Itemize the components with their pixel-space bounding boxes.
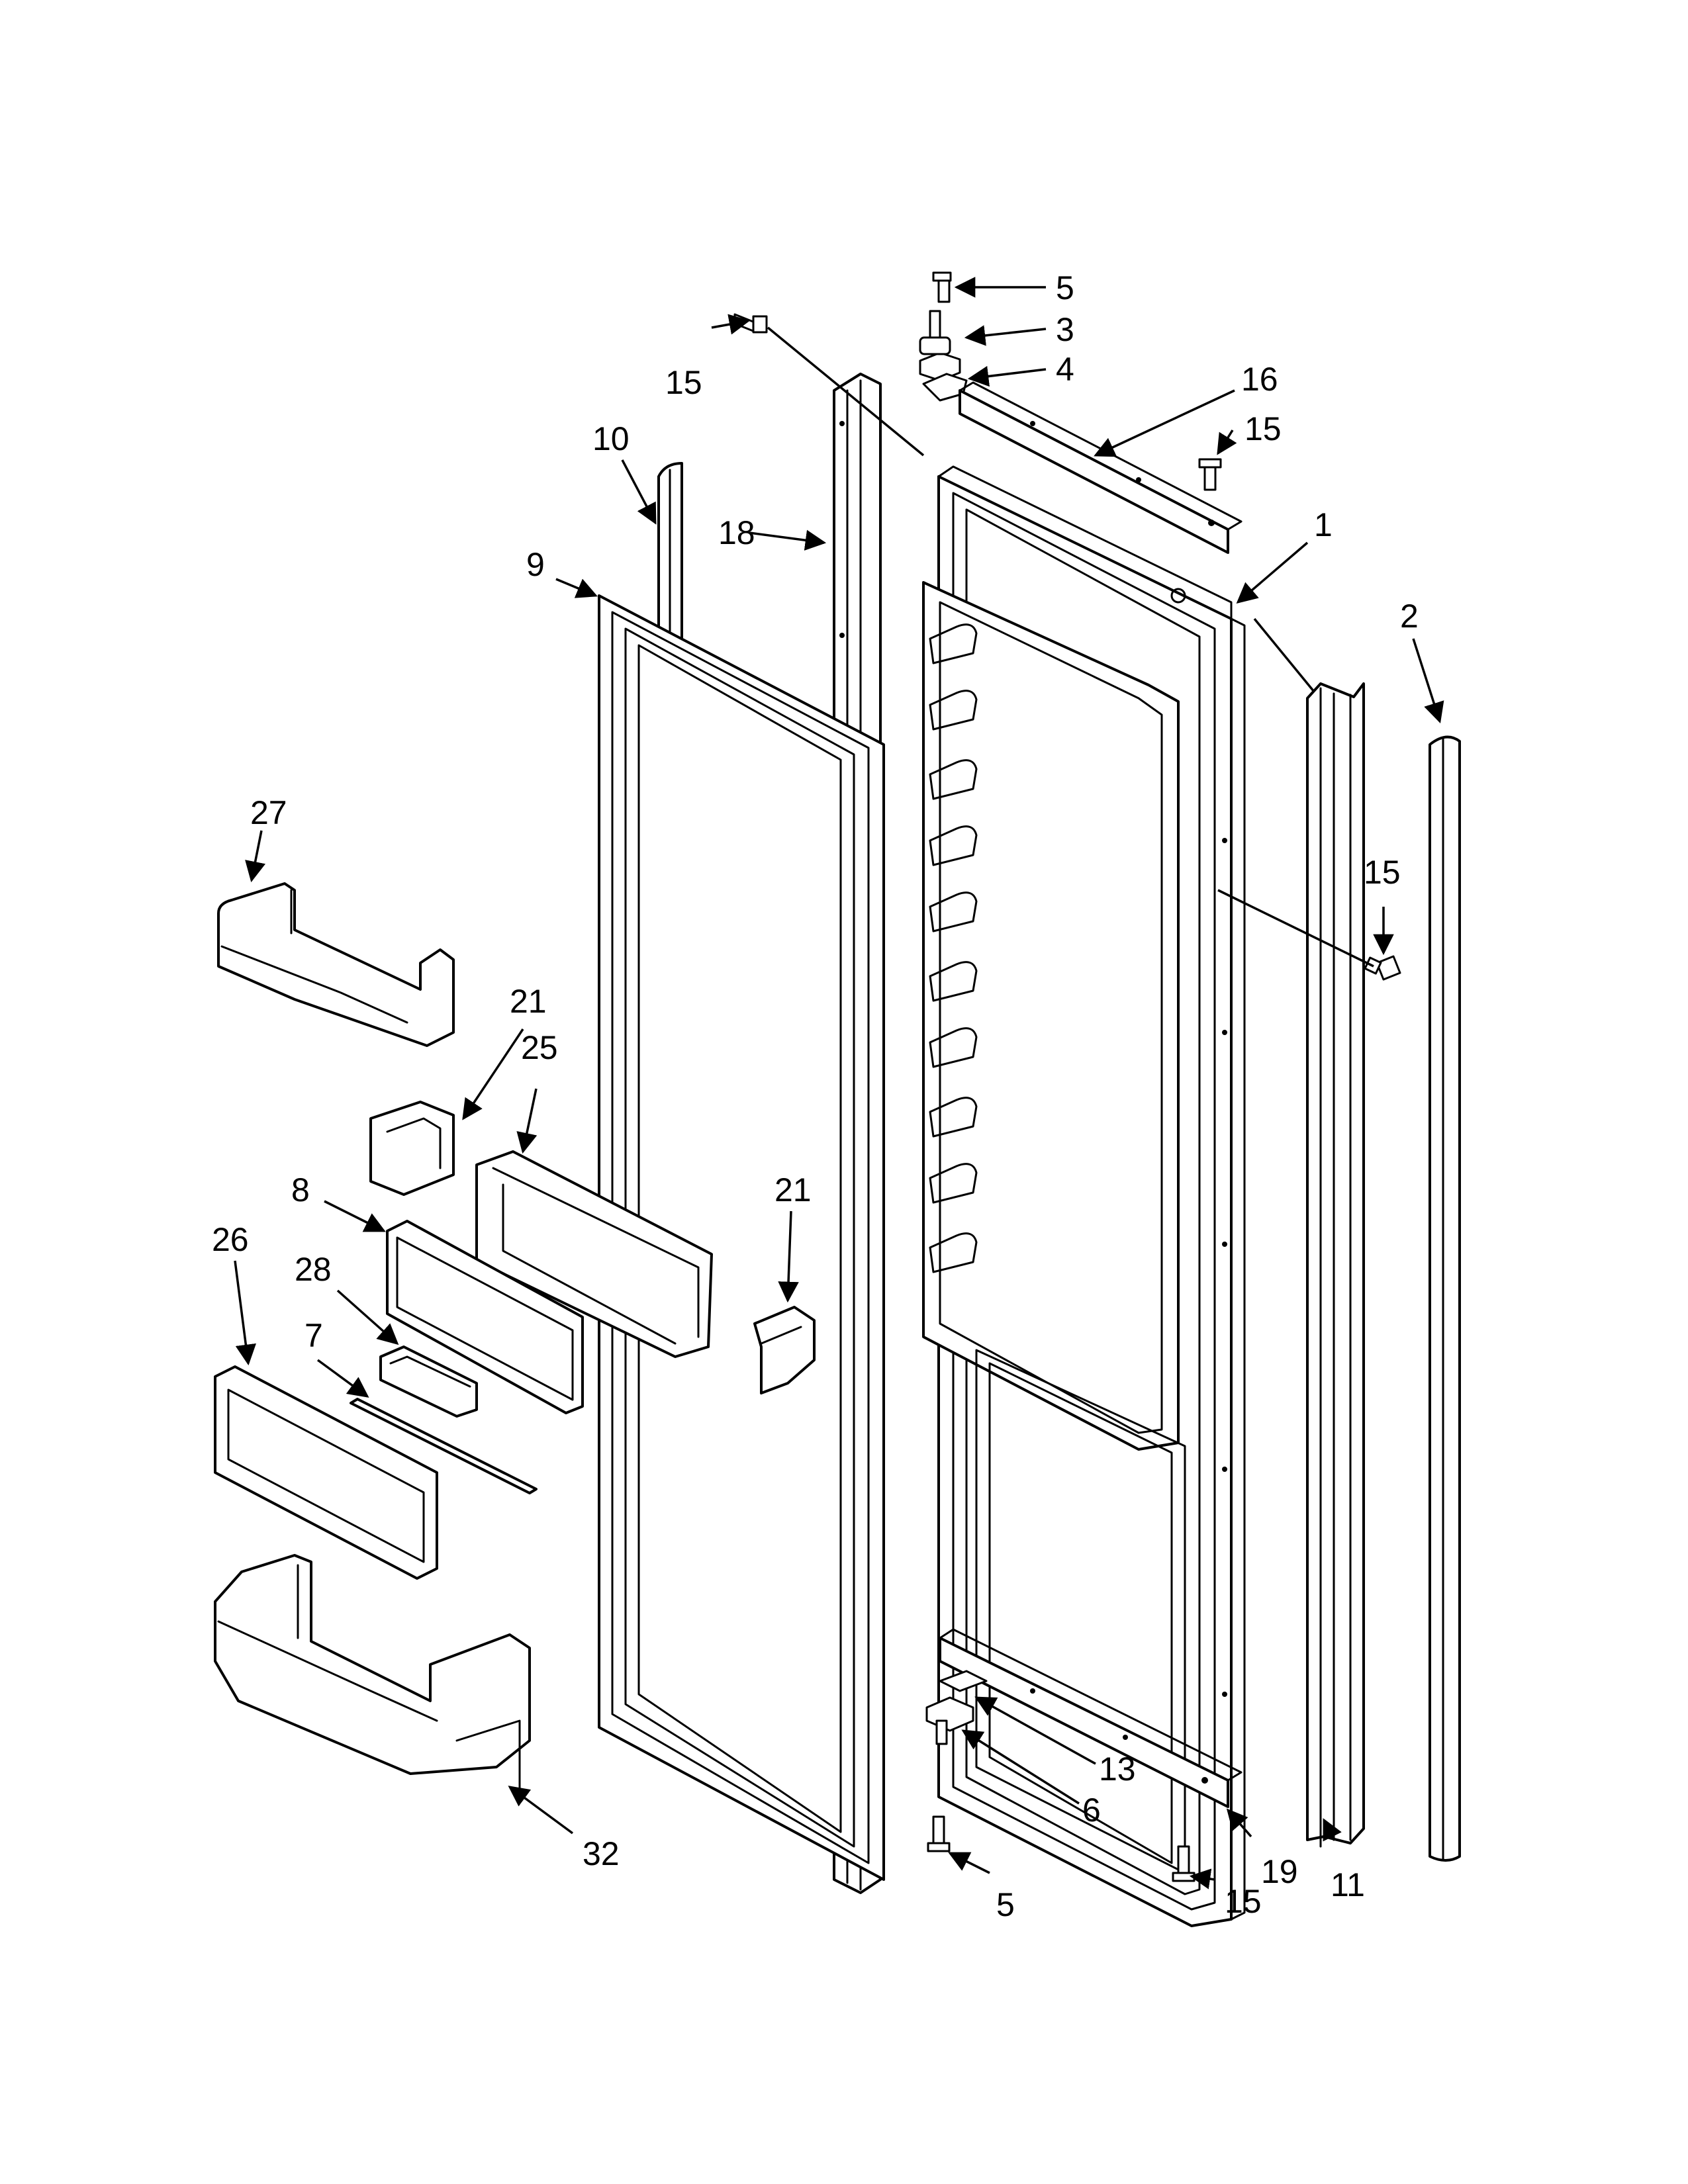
- callout-5-top: 5: [1056, 269, 1074, 306]
- shelf-supports: [929, 623, 978, 1273]
- bracket-21-left: [369, 1101, 455, 1196]
- callout-3: 3: [1056, 311, 1074, 348]
- callout-5-bottom: 5: [996, 1886, 1015, 1923]
- callout-4: 4: [1056, 351, 1074, 388]
- door-gasket-part: [598, 594, 885, 1881]
- large-bin-32: [214, 1554, 531, 1795]
- door-liner-part: [922, 465, 1246, 1927]
- callout-15-bottom: 15: [1225, 1883, 1262, 1920]
- callout-18: 18: [718, 514, 755, 551]
- callout-8: 8: [291, 1171, 310, 1208]
- callout-28: 28: [295, 1251, 332, 1288]
- callout-21-left: 21: [510, 983, 547, 1020]
- callout-6: 6: [1082, 1792, 1101, 1829]
- front-panel-26: [214, 1365, 438, 1580]
- callout-11: 11: [1331, 1866, 1365, 1903]
- callout-13: 13: [1099, 1751, 1136, 1788]
- callout-21-right: 21: [774, 1171, 812, 1208]
- callout-10: 10: [592, 420, 630, 457]
- callout-16: 16: [1241, 361, 1278, 398]
- callout-labels: 5 3 4 15 16 15 10 18 1 9 2 27 15 21 25 8…: [212, 269, 1419, 1923]
- callout-26: 26: [212, 1221, 249, 1258]
- cup-28: [379, 1345, 478, 1418]
- callout-7: 7: [305, 1317, 323, 1354]
- leader-lines: [234, 277, 1444, 1889]
- rod-7: [350, 1398, 538, 1494]
- callout-19: 19: [1261, 1853, 1298, 1890]
- callout-25: 25: [521, 1029, 558, 1066]
- callout-9: 9: [526, 546, 545, 583]
- callout-15-topleft: 15: [665, 364, 702, 401]
- top-hinge-assembly: [919, 271, 968, 402]
- callout-2: 2: [1400, 598, 1419, 635]
- bottom-bracket-part: [939, 1628, 1243, 1808]
- callout-15-topright: 15: [1244, 410, 1282, 447]
- callout-1: 1: [1314, 506, 1333, 543]
- bottom-hinge-assembly: [925, 1670, 988, 1745]
- top-bracket-part: [959, 381, 1243, 554]
- door-bin-27: [217, 882, 455, 1047]
- side-tube-2: [1429, 735, 1461, 1862]
- callout-15-right: 15: [1364, 854, 1401, 891]
- callout-27: 27: [250, 794, 287, 831]
- callout-32: 32: [583, 1835, 620, 1872]
- side-trim-11: [1306, 682, 1365, 1848]
- bracket-21-right: [753, 1306, 816, 1394]
- panel-8: [386, 1220, 584, 1414]
